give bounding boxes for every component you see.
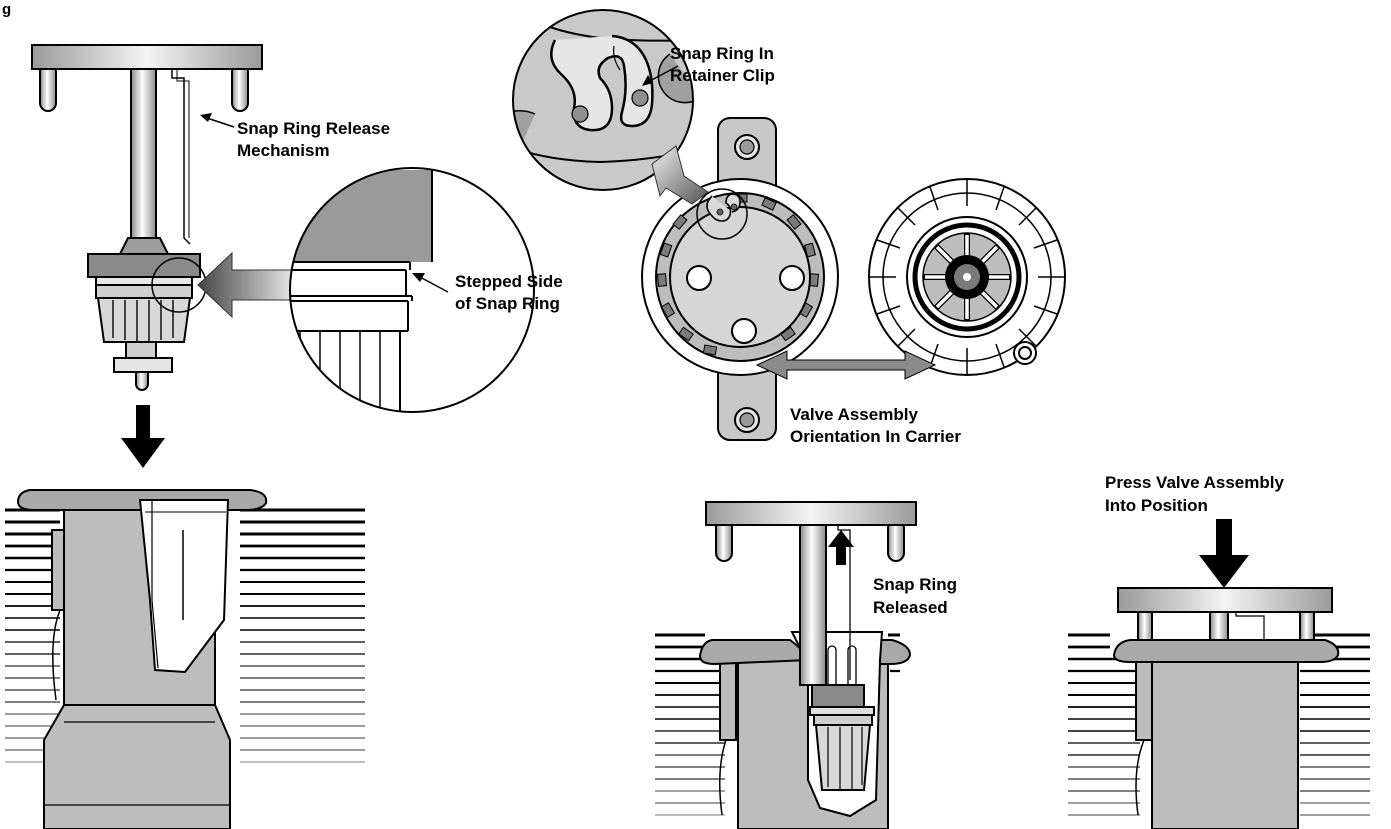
label-released-line1: Snap Ring [873, 575, 957, 594]
label-release-mechanism: Snap Ring Release Mechanism [200, 113, 390, 160]
valve-assembly-left [31, 44, 301, 468]
label-retainer-clip: Snap Ring In Retainer Clip [642, 44, 775, 86]
label-press-line2: Into Position [1105, 496, 1208, 515]
press-assembly [1068, 519, 1370, 829]
label-release-mechanism-line1: Snap Ring Release [237, 119, 390, 138]
label-retainer-clip-line2: Retainer Clip [670, 66, 775, 85]
released-assembly [655, 501, 917, 829]
magnifier-stepped-side [289, 167, 535, 413]
label-retainer-clip-line1: Snap Ring In [670, 44, 774, 63]
carrier-top-view [641, 117, 1066, 441]
label-stepped-side-line2: of Snap Ring [455, 294, 560, 313]
label-stepped-side-line1: Stepped Side [455, 272, 563, 291]
label-stepped-side: Stepped Side of Snap Ring [412, 272, 563, 313]
carrier-left [5, 489, 365, 829]
label-released-line2: Released [873, 598, 948, 617]
magnifier-retainer-clip [512, 9, 709, 205]
label-orientation-line2: Orientation In Carrier [790, 427, 961, 446]
figure-label: g [2, 1, 11, 18]
label-orientation-line1: Valve Assembly [790, 405, 918, 424]
label-release-mechanism-line2: Mechanism [237, 141, 330, 160]
label-press-line1: Press Valve Assembly [1105, 473, 1284, 492]
